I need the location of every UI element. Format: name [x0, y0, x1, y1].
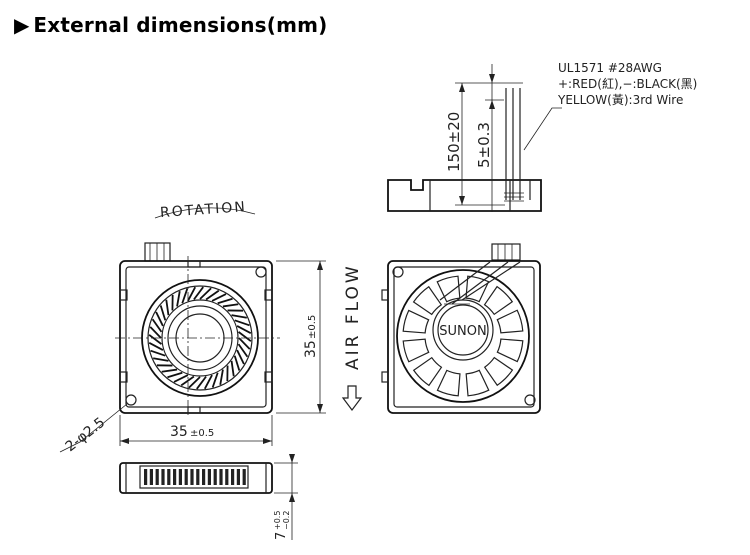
airflow-opening — [402, 309, 430, 334]
impeller-blade — [199, 287, 212, 300]
impeller-blade — [161, 368, 178, 373]
impeller-blade — [236, 349, 245, 365]
impeller-blade — [230, 360, 235, 377]
vent-slot — [225, 469, 229, 485]
wire-spec-line1: UL1571 #28AWG — [558, 61, 662, 75]
impeller-blade — [159, 305, 167, 321]
air-flow-arrow-icon — [341, 385, 363, 411]
height-dimension: 35 ±0.5 — [303, 315, 319, 358]
wire-spec-line3: YELLOW(黃):3rd Wire — [557, 93, 683, 107]
impeller-blade — [203, 374, 213, 390]
impeller-blade — [237, 331, 252, 342]
impeller-blade — [236, 325, 252, 335]
impeller-blade — [231, 314, 247, 319]
vent-slot — [149, 469, 153, 485]
impeller-blade — [148, 334, 163, 345]
vent-slot — [219, 469, 223, 485]
height-tolerance: ±0.5 — [307, 315, 318, 339]
airflow-opening — [412, 285, 443, 316]
impeller-blade — [173, 374, 189, 383]
impeller-blade — [205, 289, 220, 301]
airflow-opening — [436, 369, 461, 397]
airflow-opening — [483, 356, 514, 387]
vent-slot — [213, 469, 217, 485]
vent-slot — [173, 469, 177, 485]
height-value: 35 — [303, 340, 319, 358]
vent-slot — [167, 469, 171, 485]
impeller-blade — [187, 286, 197, 302]
vent-slot — [144, 469, 148, 485]
vent-slot — [202, 469, 206, 485]
side-view — [387, 64, 562, 212]
bottom-view — [119, 454, 298, 540]
vent-slot — [231, 469, 235, 485]
impeller-blade — [176, 291, 181, 307]
width-tolerance: ±0.5 — [190, 428, 214, 439]
vent-slot — [196, 469, 200, 485]
impeller-blade — [219, 369, 224, 385]
heading-title: External dimensions(mm) — [33, 13, 328, 37]
width-value: 35 — [170, 424, 188, 440]
vent-slot — [236, 469, 240, 485]
impeller-blade — [217, 297, 233, 305]
width-dimension: 35 ±0.5 — [170, 424, 214, 440]
impeller-blade — [181, 288, 189, 304]
vent-slot — [155, 469, 159, 485]
strip-length-dimension: 5±0.3 — [475, 122, 493, 168]
impeller-blade — [234, 319, 250, 327]
hole-callout: 2-φ2.5 — [63, 415, 109, 456]
impeller-blade — [149, 326, 162, 339]
section-heading: ▶ External dimensions(mm) — [14, 8, 328, 42]
impeller-blade — [237, 343, 249, 358]
vent-slot — [242, 469, 246, 485]
thickness-value: 7 — [274, 532, 289, 540]
vent-slot — [207, 469, 211, 485]
impeller-blade — [238, 337, 251, 350]
wire-spec-line2: +:RED(紅),−:BLACK(黑) — [558, 77, 697, 91]
lead-length-dimension: 150±20 — [445, 112, 463, 172]
airflow-opening — [465, 275, 490, 303]
impeller-blade — [233, 355, 241, 371]
airflow-opening — [483, 285, 514, 316]
impeller-blade — [211, 372, 219, 388]
airflow-opening — [496, 309, 524, 334]
airflow-opening — [465, 369, 490, 397]
air-flow-label: AIR FLOW — [343, 263, 363, 370]
vent-slot — [184, 469, 188, 485]
impeller-blade — [148, 341, 164, 351]
airflow-opening — [412, 356, 443, 387]
impeller-blade — [222, 303, 239, 308]
impeller-blade — [180, 375, 195, 387]
impeller-blade — [165, 299, 170, 316]
impeller-blade — [188, 376, 201, 389]
impeller-blade — [196, 375, 207, 390]
back-view — [381, 243, 541, 414]
thickness-tol-minus: −0.2 — [282, 511, 291, 530]
front-view — [59, 207, 326, 453]
impeller-blade — [193, 286, 204, 301]
impeller-blade — [155, 311, 164, 327]
impeller-blade — [211, 293, 227, 302]
impeller-blade — [151, 318, 163, 333]
brand-logo: SUNON — [439, 324, 486, 339]
thickness-tol-plus: +0.5 — [273, 511, 282, 530]
vent-slot — [190, 469, 194, 485]
thickness-dimension: 7 +0.5 −0.2 — [273, 511, 291, 540]
impeller-blade — [150, 349, 166, 357]
airflow-opening — [402, 338, 430, 363]
airflow-opening — [436, 275, 461, 303]
rotation-label: ROTATION — [160, 199, 248, 221]
heading-marker-icon: ▶ — [14, 13, 30, 37]
vent-slot — [161, 469, 165, 485]
impeller-blade — [153, 357, 169, 362]
airflow-opening — [496, 338, 524, 363]
vent-slot — [178, 469, 182, 485]
impeller-blade — [167, 371, 183, 379]
